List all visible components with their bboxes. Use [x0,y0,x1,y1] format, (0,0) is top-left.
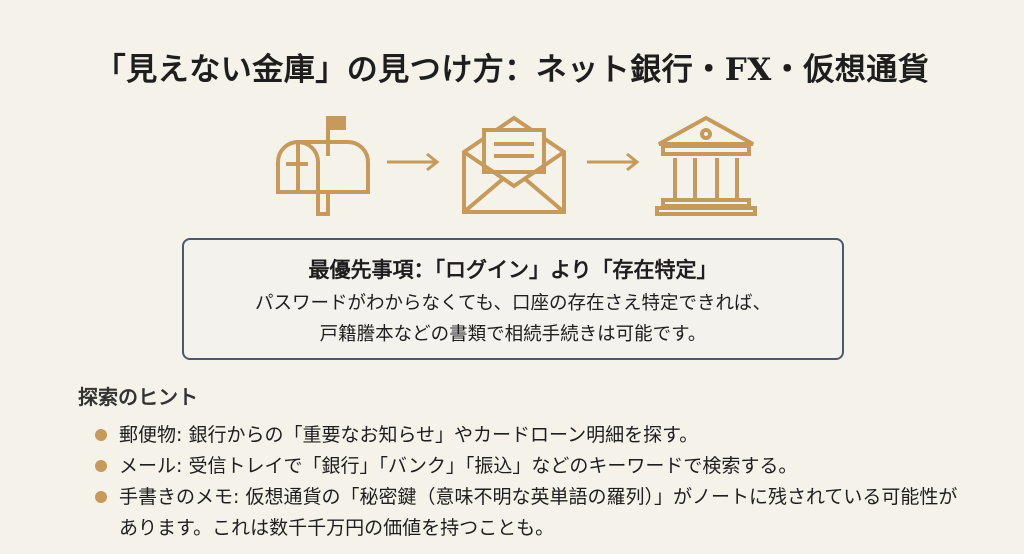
hints-heading: 探索のヒント [78,385,198,409]
priority-text-line: パスワードがわからなくても、口座の存在さえ特定できれば、 [255,293,771,314]
mailbox-icon [276,116,370,216]
hint-text: メール: 受信トレイで「銀行」「バンク」「振込」などのキーワードで検索する。 [119,455,798,477]
bullet-icon [95,429,107,441]
bullet-icon [95,460,107,472]
priority-heading: 最優先事項：「ログイン」より「存在特定」 [308,258,718,282]
bank-icon [655,115,757,216]
list-item: 郵便物: 銀行からの「重要なお知らせ」やカードローン明細を探す。 [95,420,975,451]
envelope-icon [462,115,566,214]
hint-text: 手書きのメモ: 仮想通貨の「秘密鍵（意味不明な英単語の羅列）」がノートに残されて… [119,486,958,539]
list-item: メール: 受信トレイで「銀行」「バンク」「振込」などのキーワードで検索する。 [95,451,975,482]
arrow-right-icon [387,152,440,172]
page-title: 「見えない金庫」の見つけ方：ネット銀行・FX・仮想通貨 [94,52,930,88]
hints-list: 郵便物: 銀行からの「重要なお知らせ」やカードローン明細を探す。 メール: 受信… [95,420,975,544]
arrow-right-icon [587,152,640,172]
hint-text: 郵便物: 銀行からの「重要なお知らせ」やカードローン明細を探す。 [119,424,699,446]
bullet-icon [95,491,107,503]
list-item: 手書きのメモ: 仮想通貨の「秘密鍵（意味不明な英単語の羅列）」がノートに残されて… [95,482,975,544]
priority-box: 最優先事項：「ログイン」より「存在特定」 パスワードがわからなくても、口座の存在… [182,238,844,360]
priority-text-line: 戸籍謄本などの書類で相続手続きは可能です。 [319,324,707,345]
